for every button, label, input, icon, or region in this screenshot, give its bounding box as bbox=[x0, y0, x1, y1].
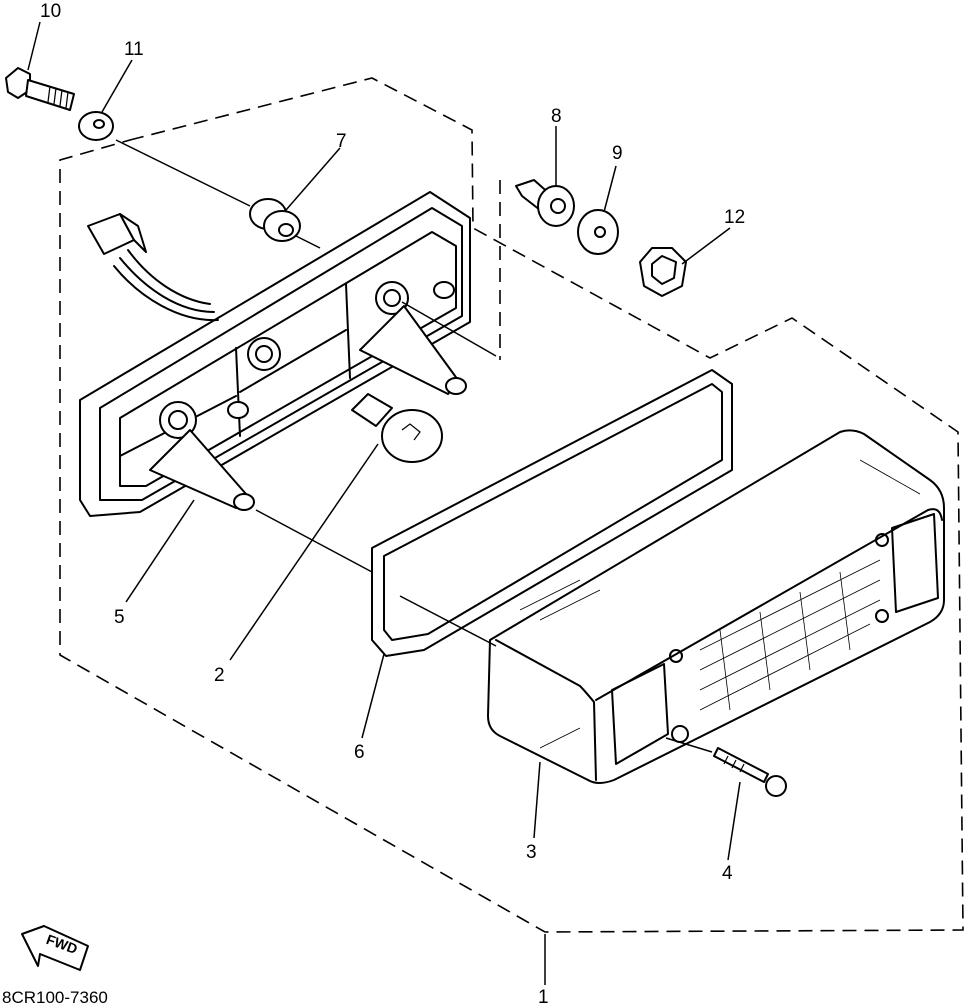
bulb-part-2 bbox=[351, 393, 443, 463]
alignment-line bbox=[255, 509, 373, 573]
nut-part-12 bbox=[639, 247, 687, 297]
callout-11: 11 bbox=[124, 39, 144, 60]
gasket-part-6 bbox=[371, 369, 733, 657]
alignment-line bbox=[295, 235, 321, 249]
forward-arrow-icon bbox=[21, 925, 89, 971]
alignment-line bbox=[401, 301, 497, 357]
callout-5: 5 bbox=[114, 607, 125, 628]
collar-part-8 bbox=[515, 179, 575, 227]
washer-part-11 bbox=[78, 111, 114, 141]
callout-10: 10 bbox=[40, 1, 62, 22]
grommet-part-7 bbox=[249, 198, 301, 242]
callout-9: 9 bbox=[612, 143, 623, 164]
washer-part-9 bbox=[577, 209, 619, 255]
screw-part-4 bbox=[713, 747, 787, 797]
lens-part-3 bbox=[487, 429, 945, 784]
callout-12: 12 bbox=[724, 207, 746, 228]
fwd-label: FWD bbox=[44, 931, 80, 957]
figure-code: 8CR100-7360 bbox=[2, 988, 108, 1007]
callout-1: 1 bbox=[538, 987, 549, 1008]
callout-7: 7 bbox=[336, 131, 347, 152]
alignment-line bbox=[665, 737, 713, 753]
callout-2: 2 bbox=[214, 665, 225, 686]
callout-4: 4 bbox=[722, 863, 733, 884]
lens-texture bbox=[519, 459, 921, 749]
callout-8: 8 bbox=[551, 106, 562, 127]
alignment-line bbox=[115, 139, 251, 207]
callout-6: 6 bbox=[354, 742, 365, 763]
assembly-boundary bbox=[59, 77, 964, 933]
lamp-base-part-5 bbox=[79, 191, 471, 517]
callout-3: 3 bbox=[526, 842, 537, 863]
alignment-line bbox=[399, 595, 497, 647]
callout-leaders bbox=[27, 21, 741, 985]
forward-direction-badge: FWD bbox=[20, 920, 92, 976]
bolt-part-10 bbox=[5, 67, 75, 111]
